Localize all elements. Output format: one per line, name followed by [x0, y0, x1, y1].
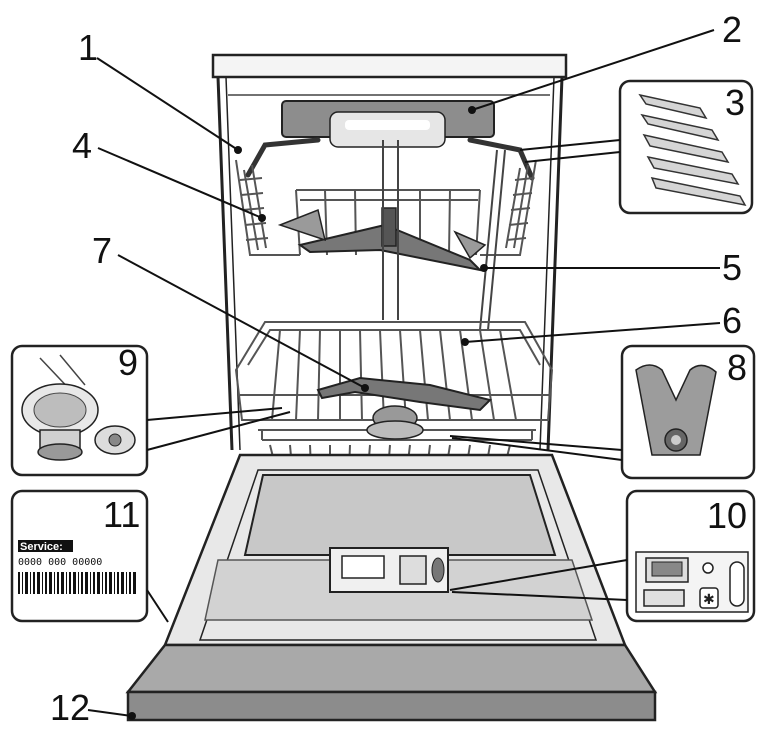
rails [382, 140, 506, 331]
inset-dispenser: ✱ [625, 489, 756, 623]
lower-basket [234, 321, 554, 471]
barcode [18, 572, 136, 594]
svg-text:✱: ✱ [703, 591, 715, 607]
detergent-dispenser [329, 547, 449, 593]
top-spray-arm [281, 100, 495, 148]
label-8: 8 [727, 347, 747, 388]
leader-dots [128, 106, 488, 720]
label-5: 5 [722, 247, 742, 288]
inset-service-tag: Service: 0000 000 00000 [10, 489, 149, 623]
label-11: 11 [103, 494, 140, 535]
inset-filter [10, 344, 149, 477]
service-label: Service: [20, 541, 63, 553]
inset-filter-plate [620, 344, 756, 480]
service-number: 0000 000 00000 [18, 557, 102, 568]
middle-spray-arm [277, 207, 487, 272]
label-9: 9 [118, 342, 138, 383]
label-6: 6 [722, 300, 742, 341]
label-10: 10 [707, 495, 747, 536]
label-7: 7 [92, 230, 112, 271]
inset-cutlery-tray [618, 79, 754, 215]
label-3: 3 [725, 82, 745, 123]
label-12: 12 [50, 687, 90, 728]
label-4: 4 [72, 125, 92, 166]
label-2: 2 [722, 9, 742, 50]
cup-shelf-left [245, 137, 321, 178]
cup-shelf-right [467, 137, 535, 181]
label-1: 1 [78, 27, 98, 68]
leader-lines [87, 29, 721, 717]
